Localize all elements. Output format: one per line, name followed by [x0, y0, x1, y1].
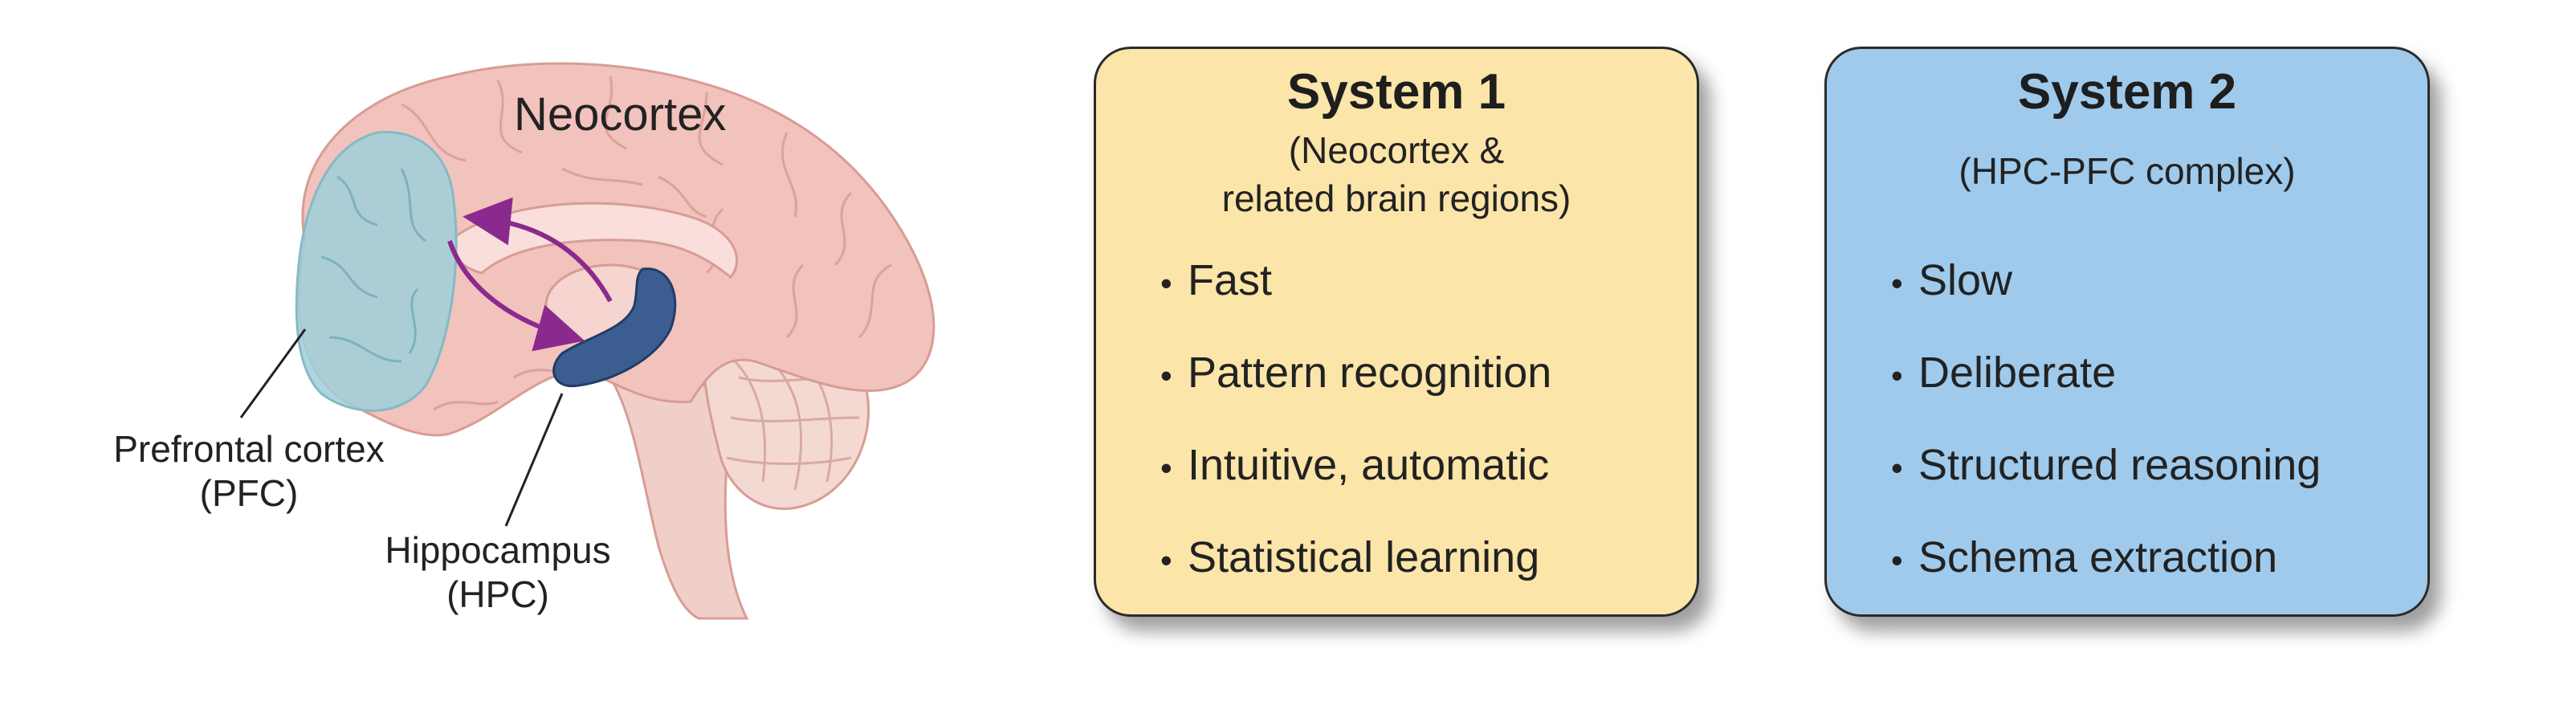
- hpc-label: Hippocampus (HPC): [345, 528, 650, 617]
- system2-title: System 2: [2017, 64, 2237, 120]
- system2-subtitle-line1: (HPC-PFC complex): [1958, 150, 2296, 192]
- bullet-icon: •: [1891, 449, 1903, 487]
- bullet-icon: •: [1160, 357, 1172, 394]
- system1-subtitle-line1: (Neocortex &: [1288, 129, 1505, 171]
- bullet-icon: •: [1160, 449, 1172, 487]
- system2-subtitle: (HPC-PFC complex): [1827, 147, 2427, 195]
- brain-illustration: [239, 62, 935, 620]
- system1-subtitle: (Neocortex & related brain regions): [1096, 126, 1697, 222]
- pfc-label-line1: Prefrontal cortex: [113, 428, 385, 470]
- pfc-leader-line: [239, 328, 307, 418]
- hippocampus-region: [552, 267, 677, 388]
- hpc-label-line1: Hippocampus: [385, 529, 611, 571]
- list-item: •Deliberate: [1891, 347, 2321, 439]
- list-item: •Pattern recognition: [1160, 347, 1551, 439]
- pfc-to-hpc-arrow: [447, 240, 585, 352]
- neocortex-region: [297, 62, 935, 437]
- corpus-callosum: [448, 202, 739, 279]
- list-item: •Statistical learning: [1160, 532, 1551, 624]
- system2-card: System 2 (HPC-PFC complex) •Slow •Delibe…: [1824, 47, 2430, 617]
- list-item: •Schema extraction: [1891, 532, 2321, 624]
- hpc-label-line2: (HPC): [446, 573, 549, 616]
- hpc-leader-line: [504, 393, 564, 527]
- list-item: •Structured reasoning: [1891, 439, 2321, 532]
- system1-card: System 1 (Neocortex & related brain regi…: [1094, 47, 1699, 617]
- pfc-label-line2: (PFC): [199, 472, 299, 515]
- hpc-to-pfc-arrow: [463, 197, 613, 303]
- bullet-icon: •: [1160, 541, 1172, 579]
- bullet-icon: •: [1891, 541, 1903, 579]
- pfc-label: Prefrontal cortex (PFC): [64, 427, 434, 516]
- system1-title: System 1: [1286, 64, 1506, 120]
- system1-subtitle-line2: related brain regions): [1221, 177, 1571, 219]
- system2-list: •Slow •Deliberate •Structured reasoning …: [1891, 255, 2321, 624]
- prefrontal-cortex-region: [295, 130, 458, 412]
- system1-list: •Fast •Pattern recognition •Intuitive, a…: [1160, 255, 1551, 624]
- bullet-icon: •: [1891, 357, 1903, 394]
- list-item: •Slow: [1891, 255, 2321, 347]
- list-item: •Fast: [1160, 255, 1551, 347]
- bullet-icon: •: [1160, 264, 1172, 302]
- bullet-icon: •: [1891, 264, 1903, 302]
- list-item: •Intuitive, automatic: [1160, 439, 1551, 532]
- neocortex-label: Neocortex: [514, 88, 727, 141]
